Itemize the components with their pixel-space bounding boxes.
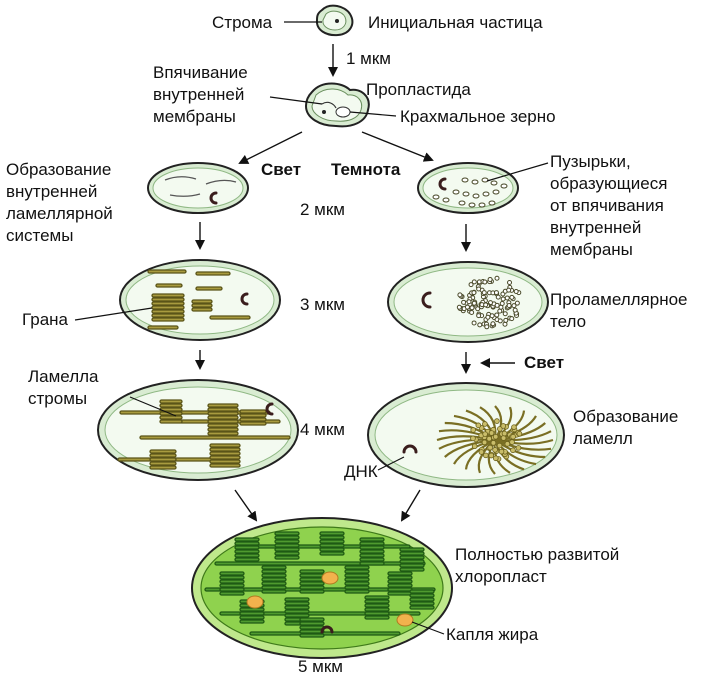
stroma-lamella-label: Ламелла стромы [28,367,103,408]
oil-drop-leader [411,621,445,635]
stroma-lamella-leader [129,396,177,417]
initial-particle [315,4,354,37]
mature-chloroplast-label: Полностью развитой хлоропласт [455,545,624,586]
arrow-to-light [238,131,303,164]
prolamellar-label: Проламеллярное тело [550,290,692,331]
plastid-light-stage3 [97,379,299,481]
dna-icon [320,625,334,634]
plastid-dark-stage1 [417,162,519,214]
dna-label: ДНК [344,462,378,481]
proplastid-label: Пропластида [366,80,471,99]
starch-grain [335,106,351,118]
invagination-label: Впячивание внутренней мембраны [153,63,252,126]
dark-label: Темнота [331,160,401,179]
inner-lamellar-label: Образование внутренней ламеллярной систе… [6,160,118,245]
dna-icon [438,177,447,191]
plastid-light-stage2 [119,259,281,341]
grana-leader [74,307,153,321]
vesicles-leader [486,162,549,182]
oil-drop [321,571,339,585]
thylakoid-system [204,531,436,638]
oil-drop [396,613,414,627]
starch-grain-leader [349,111,397,117]
mature-chloroplast [191,517,453,659]
dna-icon [265,402,274,416]
oil-drop [246,595,264,609]
granum [151,293,213,322]
vesicles-label: Пузырьки, образующиеся от впячивания вну… [550,152,672,259]
size-2-label: 2 мкм [300,200,345,219]
size-5-label: 5 мкм [298,657,343,676]
grana-label: Грана [22,310,69,329]
size-4-label: 4 мкм [300,420,345,439]
plastid-dark-stage2 [387,261,549,343]
initial-particle-label: Инициальная частица [368,13,543,32]
dna-leader [377,456,405,471]
arrow-left-final [234,489,258,522]
dna-icon [240,292,249,306]
starch-grain-label: Крахмальное зерно [400,107,556,126]
size-3-label: 3 мкм [300,295,345,314]
dna-icon [402,444,418,454]
light-label: Свет [261,160,301,179]
dna-icon [421,291,432,309]
size-1-label: 1 мкм [346,49,391,68]
light-2-label: Свет [524,353,564,372]
invagination-leader [269,96,323,105]
arrow-right-final [400,489,421,522]
plastid-light-stage1 [147,162,249,214]
vesicles-group [432,177,508,208]
stroma-label: Строма [212,13,273,32]
dna-icon [209,191,218,205]
oil-drop-label: Капля жира [446,625,539,644]
plastid-dark-stage3 [367,382,565,488]
forming-lamellae [436,405,554,475]
arrow-to-dark [361,131,434,162]
proplastid [304,82,370,128]
prolamellar-body [456,275,522,330]
lamellae-formation-label: Образование ламелл [573,407,683,448]
